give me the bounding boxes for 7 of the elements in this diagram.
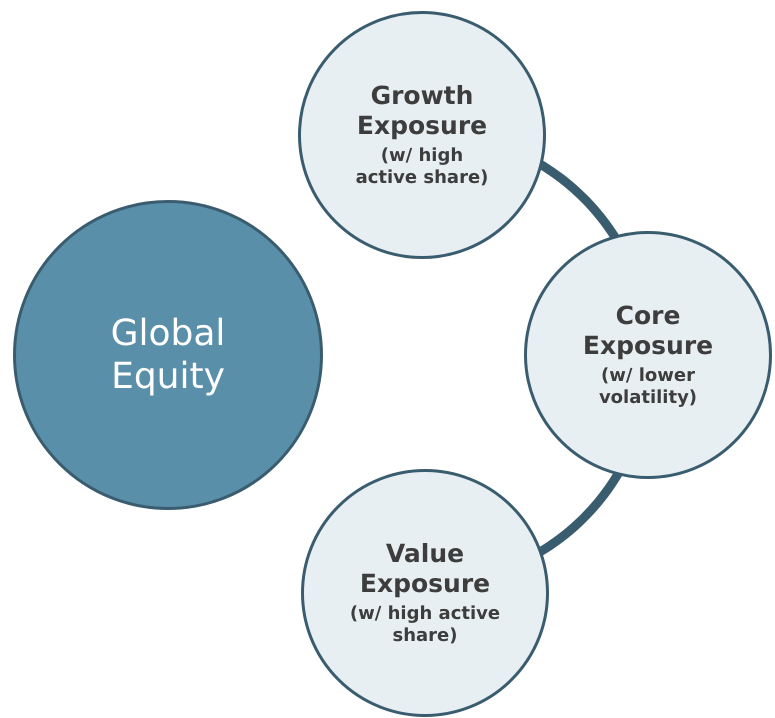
circle-subtitle: (w/ high active share) bbox=[354, 145, 490, 189]
circle-title: Global Equity bbox=[110, 312, 226, 398]
circle-subtitle: (w/ high active share) bbox=[348, 603, 502, 647]
circle-title: Value Exposure bbox=[358, 539, 492, 600]
circle-subtitle: (w/ lower volatility) bbox=[598, 365, 698, 409]
circle-title: Growth Exposure bbox=[356, 81, 488, 142]
circle-title: Core Exposure bbox=[582, 301, 714, 362]
